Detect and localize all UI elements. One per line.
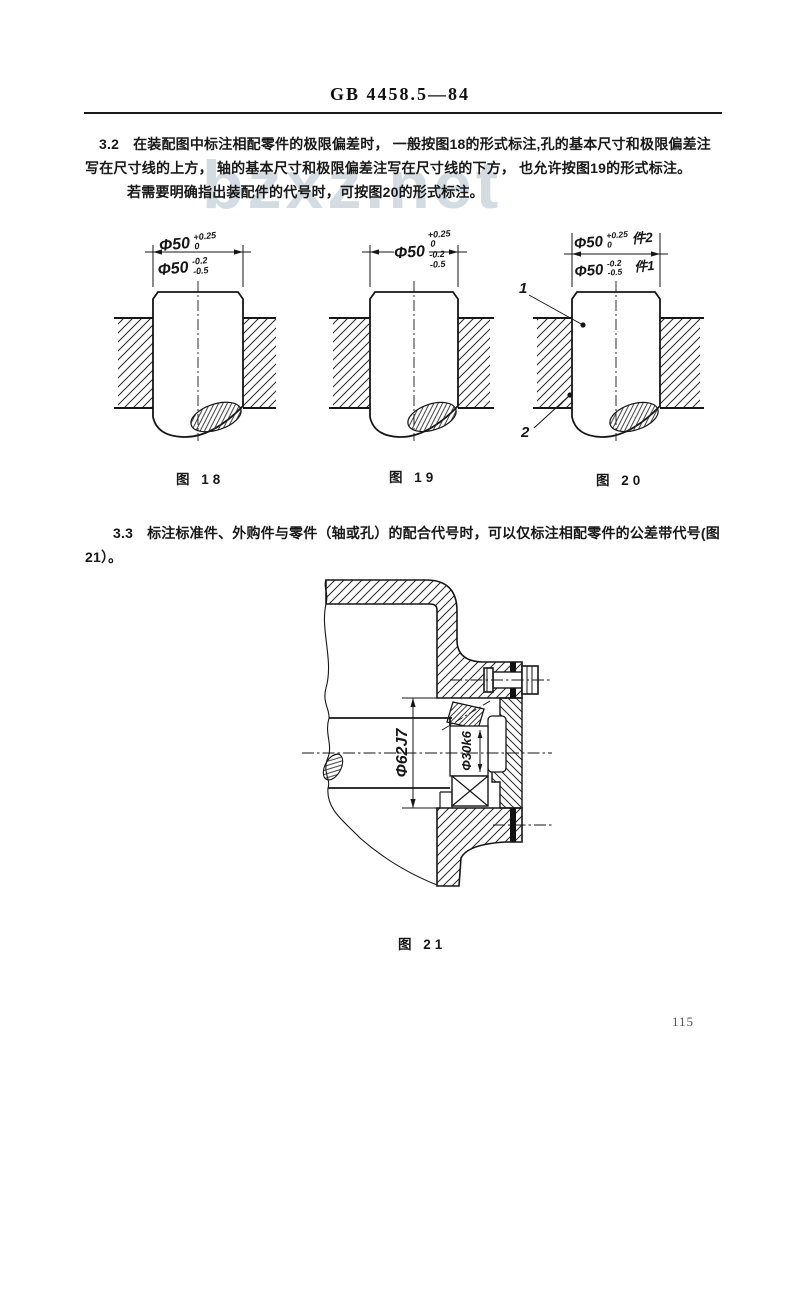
tolerance-row-4: -0.5	[430, 259, 447, 270]
leader-label-2: 2	[520, 424, 530, 441]
leader-label-1: 1	[519, 280, 527, 297]
shaft-break-section	[609, 401, 659, 433]
arrow-left	[370, 249, 379, 255]
plate-section-hatch	[243, 318, 276, 408]
arrow-left	[153, 249, 162, 255]
leader-dot-2	[567, 392, 573, 398]
section-3-3-paragraph: 3.3 标注标准件、外购件与零件（轴或孔）的配合代号时，可以仅标注相配零件的公差带…	[85, 521, 725, 569]
shaft-dimension: Φ50	[157, 259, 190, 279]
paragraph-line: 3.3 标注标准件、外购件与零件（轴或孔）的配合代号时，可以仅标注相配零件的公差带…	[85, 521, 725, 545]
figure-18-drawing: Φ50 +0.25 0 Φ50 -0.2 -0.5	[114, 230, 276, 441]
break-line-lower	[327, 787, 438, 886]
tolerance-row-3: -0.2	[429, 249, 445, 260]
arrow-down	[410, 799, 416, 808]
shaft-lines	[328, 717, 452, 789]
plate-surface-lines	[114, 317, 276, 409]
bolt-clearance-gap	[510, 662, 516, 672]
plate-section-hatch	[118, 318, 153, 408]
housing-fit-dimension: Φ62J7	[394, 728, 411, 778]
extension-lines	[402, 697, 440, 809]
arrow-right	[651, 251, 660, 257]
arrow-up	[410, 698, 416, 707]
paragraph-line: 若需要明确指出装配件的代号时，可按图20的形式标注。	[127, 184, 484, 200]
shaft-break-section	[407, 401, 457, 433]
page-title: GB 4458.5—84	[329, 84, 470, 104]
shaft-tol-upper: -0.2	[606, 258, 622, 269]
section-number: 3.2	[99, 136, 120, 152]
paragraph-line: 写在尺寸线的上方， 轴的基本尺寸和极限偏差注写在尺寸线的下方， 也允许按图19的…	[85, 160, 692, 176]
hole-part-label: 件2	[631, 230, 654, 247]
figure-21-caption: 图 21	[398, 937, 447, 952]
plate-section-hatch	[537, 318, 572, 408]
hole-dimension: Φ50	[158, 235, 191, 255]
section-number: 3.3	[113, 525, 134, 541]
cap-spigot	[487, 715, 507, 773]
arrow-down	[477, 764, 483, 772]
shaft-tol-lower: -0.5	[193, 265, 210, 277]
bearing-inner-ring	[449, 725, 489, 777]
plate-section-hatch	[458, 318, 490, 408]
figure-18-caption: 图 18	[176, 472, 225, 487]
arrow-right	[234, 249, 243, 255]
figure-21-drawing: Φ62J7 Φ30k6	[302, 579, 552, 887]
break-line-upper	[323, 579, 330, 719]
section-3-2-paragraph: 3.2 在装配图中标注相配零件的极限偏差时， 一般按图18的形式标注,孔的基本尺寸…	[85, 132, 725, 204]
bore-recess-step	[439, 788, 453, 808]
header-rule	[84, 112, 722, 114]
hole-tol-upper: +0.25	[193, 230, 218, 242]
shaft-break-section	[322, 753, 344, 781]
paragraph-text: 标注标准件、外购件与零件（轴或孔）的配合代号时，可以仅标注相配零件的公差带代号(…	[147, 525, 720, 541]
figure-20-drawing: Φ50 +0.25 0 件2 Φ50 -0.2 -0.5 件1 1 2	[519, 229, 704, 441]
dimension-value: Φ50	[393, 243, 425, 262]
figure-19-caption: 图 19	[389, 470, 438, 485]
paragraph-line: 21）。	[85, 549, 123, 565]
hole-tol-lower: 0	[194, 241, 200, 251]
plate-section-hatch	[333, 318, 370, 408]
shaft-dimension: Φ50	[574, 261, 605, 281]
paragraph-line: 3.2 在装配图中标注相配零件的极限偏差时， 一般按图18的形式标注,孔的基本尺寸…	[85, 132, 725, 156]
shaft-break-line	[325, 717, 331, 789]
figure-19-drawing: Φ50 +0.25 0 -0.2 -0.5	[329, 228, 494, 441]
arrow-left	[572, 251, 581, 257]
watermark-text: bzxz.net	[202, 147, 503, 223]
bolt-hole-gap	[510, 808, 516, 842]
plate-surface-lines	[329, 317, 494, 409]
tolerance-row-1: +0.25	[427, 228, 451, 240]
figure-20-caption: 图 20	[596, 473, 645, 488]
leader-line-2	[533, 394, 571, 429]
extension-lines	[571, 233, 661, 287]
housing-section	[325, 579, 523, 699]
hole-tol-lower: 0	[607, 239, 613, 249]
plate-section-hatch	[660, 318, 700, 408]
shaft-fit-dimension: Φ30k6	[459, 730, 474, 770]
hole-dimension: Φ50	[573, 233, 604, 253]
paragraph-text: 在装配图中标注相配零件的极限偏差时， 一般按图18的形式标注,孔的基本尺寸和极限…	[133, 136, 712, 152]
shaft-part-label: 件1	[634, 258, 655, 275]
page-number: 115	[672, 1014, 695, 1029]
roller-axis-line	[441, 700, 491, 731]
tolerance-row-2: 0	[430, 238, 436, 248]
shaft-break-section	[190, 401, 242, 433]
shaft-tol-upper: -0.2	[191, 255, 207, 267]
bearing-symbol-cross	[451, 775, 489, 807]
arrow-up	[477, 730, 483, 738]
arrow-right	[449, 249, 458, 255]
shaft-tol-lower: -0.5	[607, 267, 623, 278]
leader-dot-1	[580, 322, 586, 328]
plate-surface-lines	[533, 317, 704, 409]
leader-line-1	[528, 294, 584, 326]
housing-foot-section	[436, 807, 523, 887]
bolt-clearance-gap	[510, 688, 516, 698]
hole-tol-upper: +0.25	[606, 229, 629, 241]
